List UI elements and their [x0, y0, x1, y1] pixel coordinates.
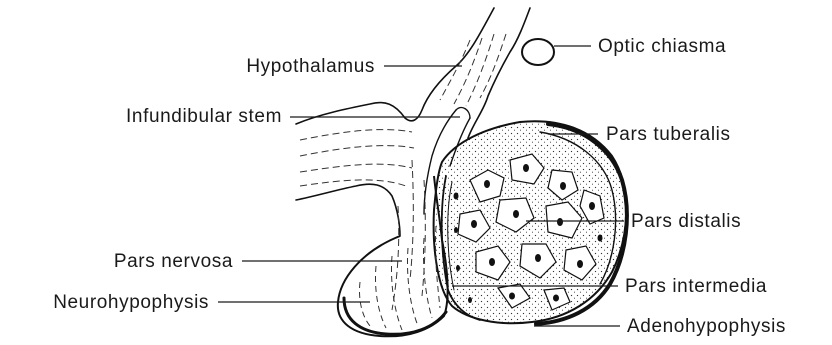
label-infundibular-stem: Infundibular stem [126, 106, 282, 127]
pars-nervosa-lobe [338, 176, 448, 336]
label-pars-tuberalis: Pars tuberalis [606, 124, 731, 145]
label-neurohypophysis: Neurohypophysis [53, 292, 209, 313]
label-hypothalamus: Hypothalamus [246, 56, 375, 77]
label-adenohypophysis: Adenohypophysis [627, 316, 786, 337]
label-optic-chiasma: Optic chiasma [598, 36, 726, 57]
label-pars-distalis: Pars distalis [631, 211, 741, 232]
adenohypophysis-lobe [434, 121, 627, 324]
label-pars-nervosa: Pars nervosa [114, 251, 233, 272]
optic-chiasma-shape [522, 39, 554, 65]
label-pars-intermedia: Pars intermedia [625, 276, 767, 297]
